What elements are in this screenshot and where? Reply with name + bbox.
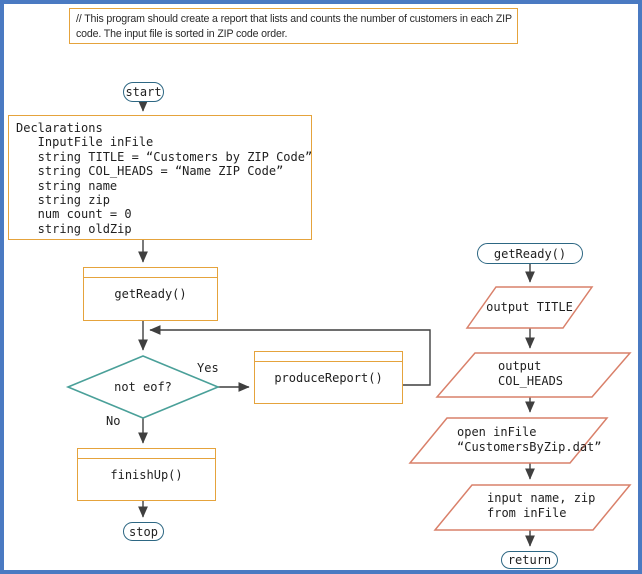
module-stripe <box>84 277 217 278</box>
terminal-stop[interactable]: stop <box>123 522 164 541</box>
branch-yes-label: Yes <box>197 361 219 375</box>
process-get-ready-label: getReady() <box>114 287 187 301</box>
io-output-colheads-shape <box>435 352 632 398</box>
io-output-colheads-label[interactable]: output COL_HEADS <box>498 359 564 388</box>
process-finish-up[interactable]: finishUp() <box>77 448 216 501</box>
io-open-infile-shape <box>408 417 609 464</box>
io-output-title-label[interactable]: output TITLE <box>486 300 573 314</box>
terminal-module-get-ready-label: getReady() <box>493 246 567 261</box>
io-open-infile-label[interactable]: open inFile “CustomersByZip.dat” <box>457 425 602 454</box>
branch-no-label: No <box>106 414 121 428</box>
io-input-record-label[interactable]: input name, zip from inFile <box>487 491 596 520</box>
terminal-stop-label: stop <box>129 524 158 539</box>
decision-diamond-shape <box>65 355 221 419</box>
connector-producereport-loopback <box>149 325 431 386</box>
module-stripe <box>255 361 402 362</box>
program-comment: // This program should create a report t… <box>69 8 518 45</box>
module-stripe <box>78 458 215 459</box>
decision-label[interactable]: not eof? <box>114 380 172 394</box>
declarations-box[interactable]: Declarations InputFile inFile string TIT… <box>8 115 312 240</box>
process-finish-up-label: finishUp() <box>110 467 183 482</box>
terminal-start-label: start <box>125 85 162 99</box>
terminal-start[interactable]: start <box>123 82 164 102</box>
process-produce-report-label: produceReport() <box>274 370 383 385</box>
process-produce-report[interactable]: produceReport() <box>254 351 403 404</box>
terminal-module-get-ready[interactable]: getReady() <box>477 243 583 264</box>
io-output-title-shape <box>465 286 594 329</box>
terminal-return[interactable]: return <box>501 551 558 569</box>
process-get-ready[interactable]: getReady() <box>83 267 218 321</box>
io-input-record-shape <box>433 484 632 531</box>
terminal-return-label: return <box>507 553 552 567</box>
